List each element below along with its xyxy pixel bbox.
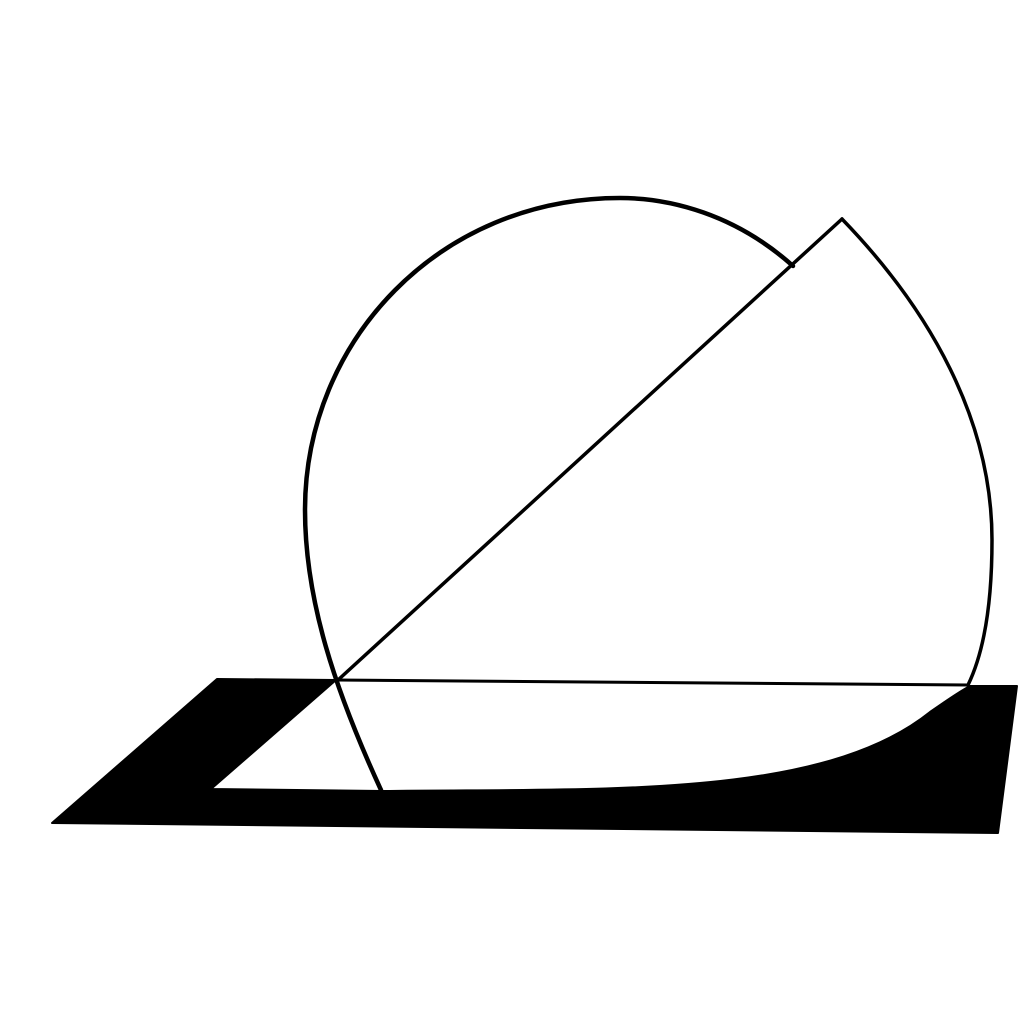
triangle-hypotenuse: [336, 217, 844, 682]
ground-plane: [51, 678, 1018, 834]
triangle-arc-side: [840, 217, 994, 687]
circle-outline: [302, 195, 796, 793]
triangle-base: [334, 678, 970, 687]
